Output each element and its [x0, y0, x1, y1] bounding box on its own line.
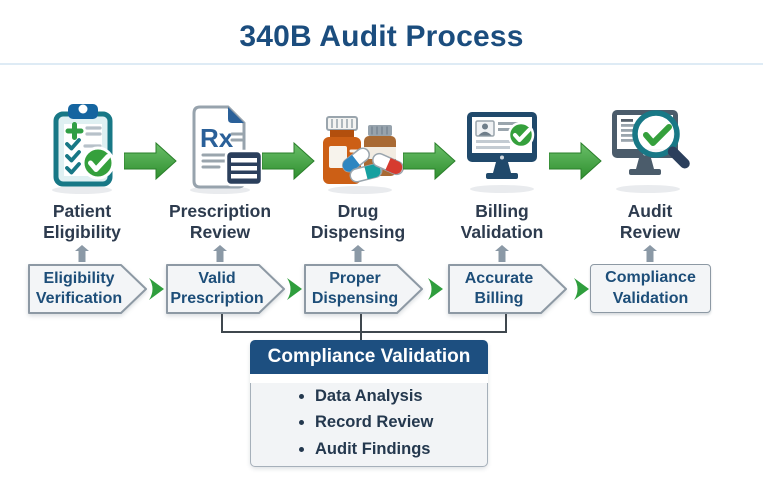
connector-up-icon — [495, 245, 509, 262]
summary-bullet: Record Review — [315, 409, 487, 435]
arrow-right-icon — [124, 141, 177, 181]
flow-chevron — [28, 264, 147, 314]
step-label-billing-validation: Billing Validation — [460, 201, 544, 243]
chevron-right-icon — [287, 278, 302, 300]
compliance-validation-header: Compliance Validation — [250, 340, 488, 374]
monitor-check-icon — [467, 112, 537, 193]
step-label-prescription-review: Prescription Review — [168, 201, 272, 243]
step-label-drug-dispensing: Drug Dispensing — [310, 201, 406, 243]
chevron-right-icon — [149, 278, 164, 300]
compliance-validation-body: Data Analysis Record Review Audit Findin… — [250, 383, 488, 467]
connector-up-icon — [643, 245, 657, 262]
chevron-right-icon — [574, 278, 589, 300]
flow-step-valid-prescription: Valid Prescription — [170, 269, 264, 307]
page-title: 340B Audit Process — [239, 20, 524, 53]
title-divider — [0, 63, 763, 65]
connector-up-icon — [351, 245, 365, 262]
flow-step-eligibility-verification: Eligibility Verification — [35, 269, 123, 307]
arrow-right-icon — [262, 141, 315, 181]
flow-chevron — [166, 264, 285, 314]
rx-document-icon: Rx — [190, 105, 264, 194]
summary-bullet: Data Analysis — [315, 383, 487, 409]
bracket-line — [505, 314, 507, 332]
connector-up-icon — [213, 245, 227, 262]
step-label-audit-review: Audit Review — [619, 201, 681, 243]
clipboard-check-icon — [52, 104, 115, 194]
bracket-line — [360, 314, 362, 341]
summary-bullet-list: Data Analysis Record Review Audit Findin… — [251, 383, 487, 462]
bracket-line — [221, 331, 507, 333]
step-label-patient-eligibility: Patient Eligibility — [43, 201, 121, 243]
chevron-right-icon — [428, 278, 443, 300]
flow-step-compliance-validation: Compliance Validation — [590, 264, 711, 313]
flow-step-proper-dispensing: Proper Dispensing — [311, 269, 399, 307]
svg-text:Rx: Rx — [200, 123, 234, 153]
summary-bullet: Audit Findings — [315, 436, 487, 462]
compliance-validation-box: Compliance Validation Data Analysis Reco… — [250, 340, 488, 467]
arrow-right-icon — [403, 141, 456, 181]
monitor-magnifier-icon — [612, 110, 690, 193]
bracket-line — [221, 314, 223, 332]
drug-bottles-icon — [323, 116, 404, 194]
flow-chevron — [304, 264, 423, 314]
connector-up-icon — [75, 245, 89, 262]
flow-chevron — [448, 264, 567, 314]
flow-step-accurate-billing: Accurate Billing — [464, 269, 534, 307]
arrow-right-icon — [549, 141, 602, 181]
